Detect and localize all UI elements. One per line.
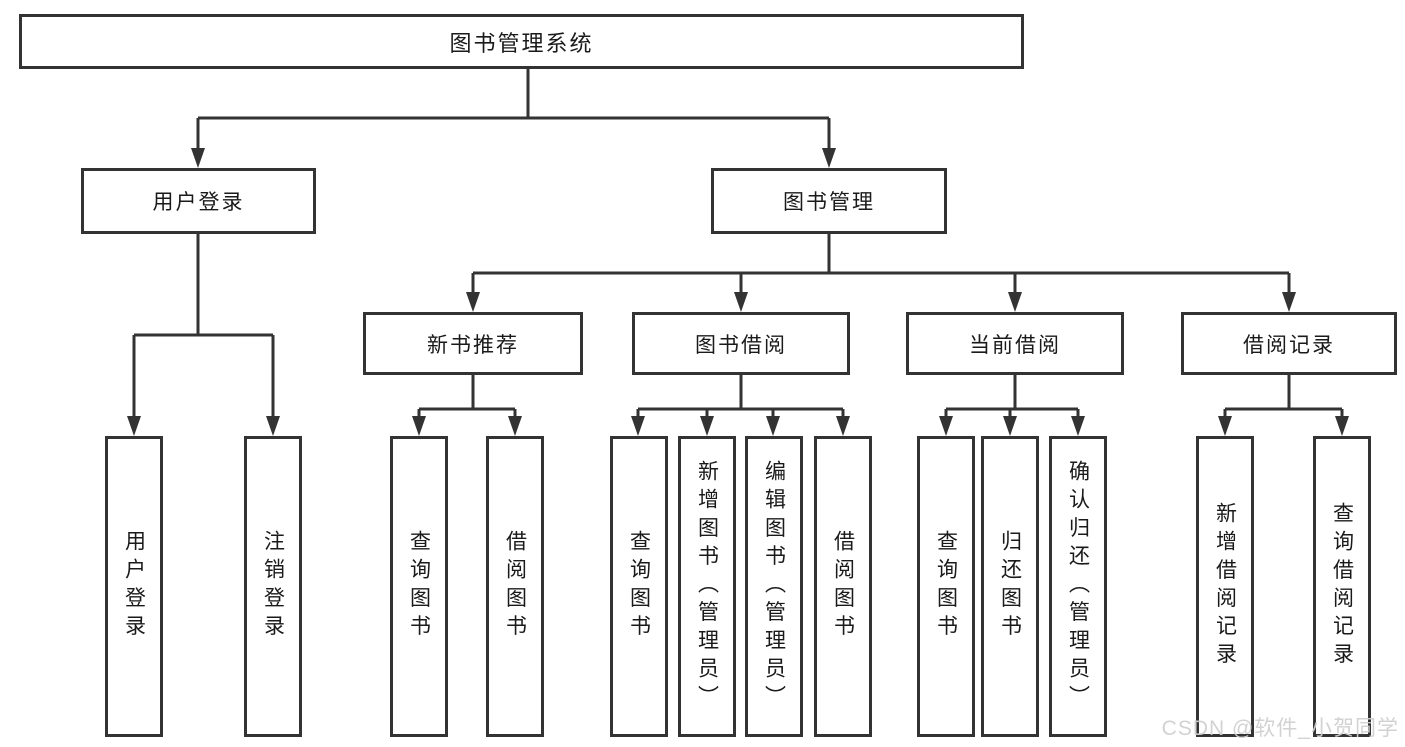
node-current-borrowing: 当前借阅	[906, 312, 1124, 375]
node-label: 新书推荐	[427, 333, 519, 357]
connector-user-login-to-leaves	[132, 234, 275, 418]
leaf-borrow-books-2: 借阅图书	[814, 436, 872, 737]
leaf-add-borrow-record: 新增借阅记录	[1196, 436, 1254, 737]
node-label: 新增借阅记录	[1213, 502, 1237, 671]
node-label: 查询借阅记录	[1330, 502, 1354, 671]
leaf-borrow-books: 借阅图书	[486, 436, 544, 737]
leaf-query-books: 查询图书	[390, 436, 448, 737]
node-book-borrowing: 图书借阅	[632, 312, 850, 375]
arrow-icon	[508, 416, 522, 436]
connector-root-to-level2	[196, 69, 831, 150]
arrow-icon	[412, 416, 426, 436]
node-borrow-records: 借阅记录	[1181, 312, 1397, 375]
arrow-icon	[1071, 416, 1085, 436]
leaf-edit-books-admin: 编辑图书（管理员）	[745, 436, 803, 737]
arrow-icon	[700, 416, 714, 436]
node-label: 归还图书	[998, 530, 1022, 643]
arrow-icon	[939, 416, 953, 436]
node-label: 查询图书	[407, 530, 431, 643]
connector-book-borrowing-to-leaves	[636, 375, 845, 420]
leaf-logout-login: 注销登录	[244, 436, 302, 737]
node-label: 图书管理系统	[449, 30, 594, 56]
node-label: 用户登录	[152, 191, 245, 214]
leaf-add-books-admin: 新增图书（管理员）	[678, 436, 736, 737]
leaf-query-books-3: 查询图书	[917, 436, 975, 737]
leaf-user-login: 用户登录	[105, 436, 163, 737]
arrow-icon	[1335, 416, 1349, 436]
node-user-login-branch: 用户登录	[81, 168, 316, 234]
arrow-icon	[127, 416, 141, 436]
arrow-icon	[1282, 292, 1296, 312]
node-label: 查询图书	[627, 530, 651, 643]
node-label: 注销登录	[261, 530, 285, 643]
node-label: 确认归还（管理员）	[1066, 459, 1090, 714]
arrow-icon	[631, 416, 645, 436]
arrow-icon	[1218, 416, 1232, 436]
arrow-icon	[1003, 416, 1017, 436]
connector-current-borrowing-to-leaves	[944, 375, 1080, 420]
node-label: 新增图书（管理员）	[695, 459, 719, 714]
arrow-icon	[1008, 292, 1022, 312]
arrow-icon	[822, 148, 836, 168]
arrow-icon	[466, 292, 480, 312]
node-label: 图书借阅	[695, 333, 787, 357]
leaf-query-borrow-record: 查询借阅记录	[1313, 436, 1371, 737]
node-label: 借阅图书	[831, 530, 855, 643]
connector-new-book-recommend-to-leaves	[417, 375, 517, 420]
arrow-icon	[191, 148, 205, 168]
connector-book-management-to-level3	[471, 234, 1291, 295]
watermark: CSDN @软件_小贺同学	[1161, 717, 1399, 740]
node-label: 用户登录	[122, 530, 146, 643]
node-label: 借阅图书	[503, 530, 527, 643]
node-new-book-recommend: 新书推荐	[363, 312, 583, 375]
node-label: 借阅记录	[1243, 333, 1335, 357]
leaf-confirm-return-admin: 确认归还（管理员）	[1049, 436, 1107, 737]
connector-borrow-records-to-leaves	[1223, 375, 1344, 420]
arrow-icon	[734, 292, 748, 312]
node-label: 查询图书	[934, 530, 958, 643]
arrow-icon	[836, 416, 850, 436]
node-book-management: 图书管理	[711, 168, 947, 234]
node-library-management-system: 图书管理系统	[19, 14, 1024, 69]
arrow-icon	[766, 416, 780, 436]
leaf-query-books-2: 查询图书	[610, 436, 668, 737]
arrow-icon	[266, 416, 280, 436]
node-label: 图书管理	[783, 191, 875, 214]
node-label: 编辑图书（管理员）	[762, 459, 786, 714]
node-label: 当前借阅	[969, 333, 1061, 357]
leaf-return-books: 归还图书	[981, 436, 1039, 737]
